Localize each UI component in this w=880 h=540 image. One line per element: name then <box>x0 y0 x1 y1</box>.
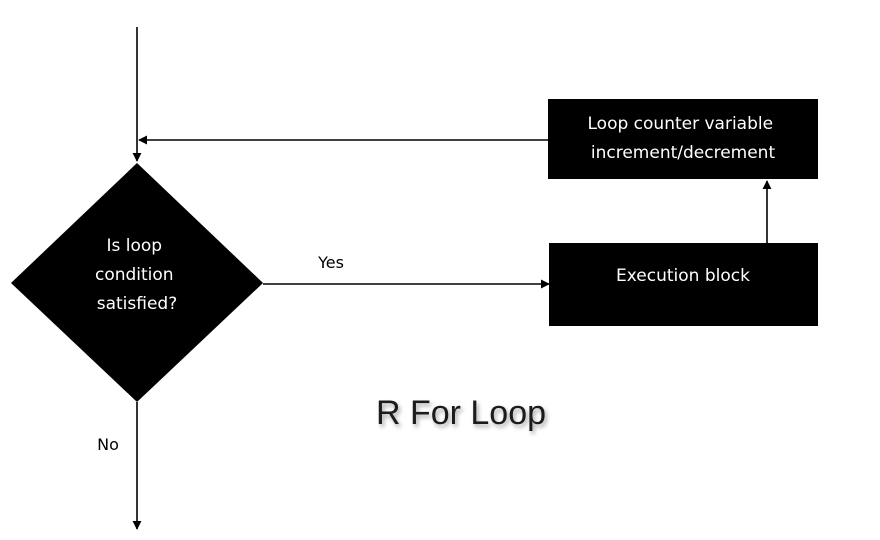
increment-label: Loop counter variable increment/decremen… <box>588 114 779 163</box>
decision-diamond <box>11 163 263 402</box>
no-label: No <box>97 435 119 454</box>
decision-label-line-2: condition <box>95 265 174 285</box>
execution-label-line-1: Execution block <box>616 266 750 286</box>
decision-label-line-3: satisfied? <box>97 294 178 314</box>
yes-label: Yes <box>317 253 344 272</box>
decision-label-line-1: Is loop <box>107 236 163 256</box>
increment-label-line-2: increment/decrement <box>591 143 776 163</box>
decision-node: Is loop condition satisfied? <box>11 163 263 402</box>
increment-label-line-1: Loop counter variable <box>588 114 774 134</box>
increment-node: Loop counter variable increment/decremen… <box>548 99 818 179</box>
decision-label: Is loop condition satisfied? <box>95 236 179 314</box>
execution-box <box>549 243 818 326</box>
execution-node: Execution block <box>549 243 818 326</box>
execution-label: Execution block <box>616 266 750 286</box>
diagram-caption: R For Loop <box>376 394 546 432</box>
increment-box <box>548 99 818 179</box>
